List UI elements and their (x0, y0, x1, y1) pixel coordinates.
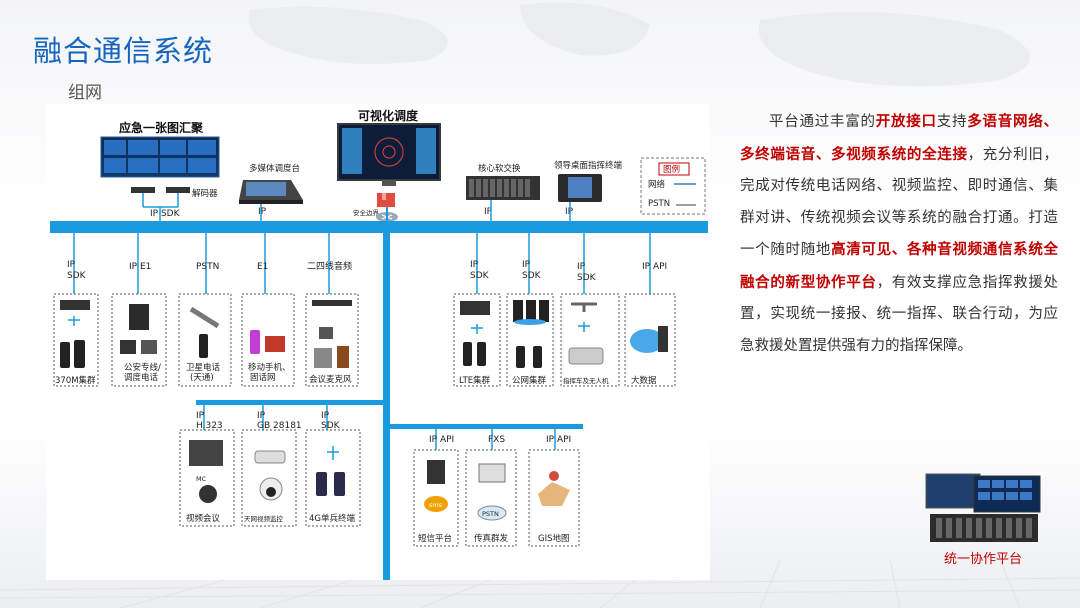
legend: 图例 网络 PSTN (640, 157, 706, 215)
conn-label: IP API (642, 262, 667, 272)
branch-caption: 大数据 (631, 375, 657, 386)
left-branch-police-line: IP E1 公安专线/ 调度电话 (111, 233, 167, 387)
legend-pstn-label: PSTN (648, 199, 670, 209)
branch-caption: 公安专线/ (124, 362, 161, 373)
branch-caption: 卫星电话 (186, 362, 221, 373)
branch-caption: GIS地图 (538, 533, 570, 544)
lower-left-skynet: IP GB 28181 天网视频监控 (241, 405, 302, 527)
network-diagram-panel: 应急一张图汇聚 解码器 IP SDK 多媒体调度台 IP 可视化调度 (46, 104, 710, 580)
branch-caption: 短信平台 (418, 533, 452, 544)
lower-right-fax: FXS PSTN 传真群发 (465, 429, 517, 547)
conn-label: FXS (488, 435, 505, 445)
page-title: 融合通信系统 (33, 34, 214, 68)
desc-text: 平台通过丰富的 (769, 114, 876, 130)
lower-right-bus (390, 424, 583, 429)
branch-caption: 天网视频监控 (244, 514, 284, 523)
conn-label: IP (321, 411, 330, 421)
conn-label: IP (577, 262, 586, 272)
conn-label: IP (67, 260, 76, 270)
media-console-icon (239, 180, 303, 204)
desc-text: ，充分利旧，完成对传统电话网络、视频监控、即时通信、集群对讲、传统视频会议等系统… (740, 146, 1058, 259)
conn-label: E1 (257, 262, 268, 272)
desc-highlight: 多语音网络、多终端语音、多视频系统的全连接 (740, 113, 1058, 163)
right-branch-public: IP SDK 公网集群 (506, 233, 554, 387)
decoder-label: 解码器 (192, 188, 218, 199)
left-branch-370m: IP SDK 370M集群 (53, 233, 99, 387)
lower-left-video-conf: IP H.323 MC 视频会议 (179, 405, 235, 527)
branch-caption: 传真群发 (474, 533, 509, 544)
desc-text: ，有效支撑应急指挥救援处置，实现统一接报、统一指挥、联合行动，为应急救援处置提供… (740, 274, 1059, 354)
conn-label: 二四线音频 (307, 260, 352, 272)
vertical-trunk (383, 233, 390, 580)
conn-label: SDK (321, 421, 341, 431)
left-branch-mic: 二四线音频 会议麦克风 (305, 233, 359, 387)
left-branch-satellite: PSTN 卫星电话 (天通) (178, 233, 232, 387)
core-switch-connection: IP (484, 207, 493, 217)
sms-label: sms (429, 501, 443, 509)
legend-title: 图例 (663, 164, 680, 175)
media-console-connection: IP (258, 207, 267, 217)
conn-label: SDK (577, 273, 597, 283)
network-diagram: 应急一张图汇聚 解码器 IP SDK 多媒体调度台 IP 可视化调度 (50, 108, 708, 580)
conn-label: IP (196, 411, 205, 421)
conn-label: GB 28181 (257, 421, 302, 431)
right-branch-vehicle-drone: IP SDK 指挥车及无人机 (560, 233, 620, 387)
right-branch-bigdata: IP API 大数据 (624, 233, 676, 387)
conn-label: PSTN (196, 262, 219, 272)
lower-right-sms: IP API sms 短信平台 (413, 429, 459, 547)
left-branch-mobile: E1 移动手机、 固话网 (241, 233, 295, 387)
branch-caption: 移动手机、 (248, 362, 291, 373)
mc-label: MC (196, 475, 207, 483)
video-wall-connection: IP SDK (150, 209, 181, 219)
conn-label: SDK (67, 271, 87, 281)
visual-dispatch-screen-icon (337, 123, 441, 186)
media-console-label: 多媒体调度台 (249, 163, 300, 174)
leader-terminal-label: 领导桌面指挥终端 (554, 160, 623, 171)
branch-caption: 指挥车及无人机 (563, 376, 609, 385)
conn-label: IP (522, 260, 531, 270)
lower-left-4g: IP SDK 4G单兵终端 (305, 405, 361, 527)
desc-highlight: 高清可见、各种音视频通信系统全融合的新型协作平台 (740, 241, 1059, 291)
core-switch-icon (466, 176, 540, 200)
conn-label: IP (257, 411, 266, 421)
conn-label: IP (470, 260, 479, 270)
video-wall-icon (100, 136, 220, 178)
collaboration-platform-image (925, 473, 1041, 542)
video-wall-title: 应急一张图汇聚 (119, 120, 204, 135)
branch-caption: 370M集群 (55, 375, 96, 386)
main-network-bus (50, 221, 708, 233)
leader-terminal-icon (558, 174, 602, 202)
conn-label: SDK (470, 271, 490, 281)
conn-label: H.323 (196, 421, 223, 431)
description-paragraph: 平台通过丰富的开放接口支持多语音网络、多终端语音、多视频系统的全连接，充分利旧，… (740, 106, 1058, 362)
branch-caption: (天通) (190, 372, 214, 383)
page-subtitle: 组网 (68, 83, 102, 103)
conn-label: IP E1 (129, 262, 151, 272)
branch-caption: 4G单兵终端 (309, 513, 355, 524)
branch-caption: LTE集群 (459, 375, 491, 386)
branch-caption: 会议麦克风 (309, 374, 352, 385)
branch-caption: 固话网 (250, 372, 276, 383)
lower-left-bus (196, 400, 383, 405)
legend-network-label: 网络 (648, 179, 666, 190)
visual-dispatch-title: 可视化调度 (358, 108, 419, 123)
branch-caption: 视频会议 (186, 513, 221, 524)
branch-caption: 调度电话 (124, 372, 159, 383)
branch-caption: 公网集群 (512, 375, 547, 386)
lower-right-gis: IP API GIS地图 (528, 429, 580, 547)
core-switch-label: 核心软交换 (478, 163, 521, 174)
conn-label: SDK (522, 271, 542, 281)
decoder-icon (131, 187, 190, 221)
product-caption: 统一协作平台 (944, 552, 1023, 567)
desc-highlight: 开放接口 (875, 113, 937, 130)
pstn-label: PSTN (482, 510, 499, 518)
security-gateway-label: 安全边界 (353, 208, 380, 217)
right-branch-lte: IP SDK LTE集群 (453, 233, 501, 387)
conn-label: IP API (429, 435, 454, 445)
desc-text: 支持 (936, 114, 968, 130)
conn-label: IP API (546, 435, 571, 445)
